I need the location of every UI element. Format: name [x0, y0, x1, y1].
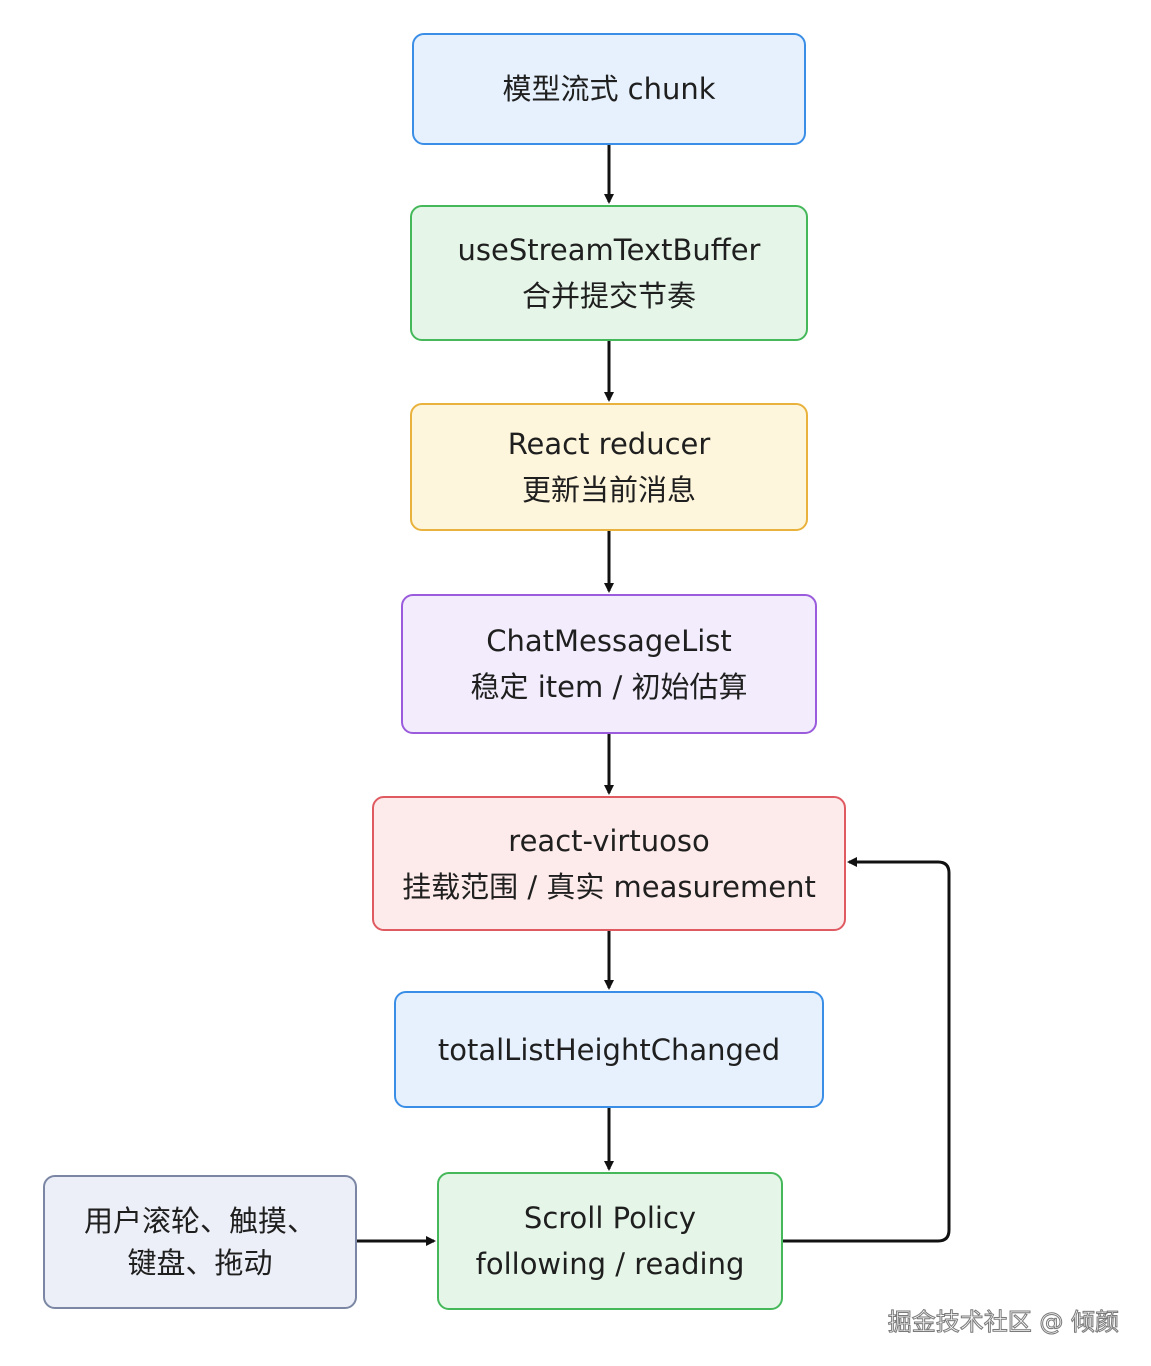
node-model-chunk: 模型流式 chunk — [412, 33, 806, 145]
node-chat-message-list-title: ChatMessageList — [486, 624, 732, 658]
node-chat-message-list-desc: 稳定 item / 初始估算 — [470, 670, 748, 704]
arrow-policy-feedback-to-virtuoso — [783, 857, 951, 1243]
node-scroll-policy-title: Scroll Policy — [523, 1201, 697, 1235]
node-total-list-height-changed: totalListHeightChanged — [394, 991, 824, 1108]
node-use-stream-text-buffer: useStreamTextBuffer 合并提交节奏 — [410, 205, 808, 341]
node-user-input-line2: 键盘、拖动 — [127, 1246, 273, 1280]
watermark: 掘金技术社区 @ 倾颜 — [887, 1308, 1119, 1337]
node-total-list-height-changed-label: totalListHeightChanged — [437, 1032, 781, 1067]
node-user-input-line1: 用户滚轮、触摸、 — [83, 1204, 316, 1238]
node-react-reducer-title: React reducer — [507, 427, 711, 461]
node-scroll-policy: Scroll Policy following / reading — [437, 1172, 783, 1310]
node-react-reducer-desc: 更新当前消息 — [521, 473, 696, 507]
node-use-stream-text-buffer-title: useStreamTextBuffer — [457, 233, 761, 267]
node-user-input: 用户滚轮、触摸、 键盘、拖动 — [43, 1175, 357, 1309]
node-model-chunk-label: 模型流式 chunk — [502, 72, 716, 106]
node-react-reducer: React reducer 更新当前消息 — [410, 403, 808, 531]
node-scroll-policy-desc: following / reading — [475, 1247, 745, 1281]
node-chat-message-list: ChatMessageList 稳定 item / 初始估算 — [401, 594, 817, 734]
node-react-virtuoso-title: react-virtuoso — [508, 823, 710, 858]
node-react-virtuoso-desc: 挂载范围 / 真实 measurement — [402, 869, 816, 904]
node-react-virtuoso: react-virtuoso 挂载范围 / 真实 measurement — [372, 796, 846, 931]
node-use-stream-text-buffer-desc: 合并提交节奏 — [521, 279, 696, 313]
